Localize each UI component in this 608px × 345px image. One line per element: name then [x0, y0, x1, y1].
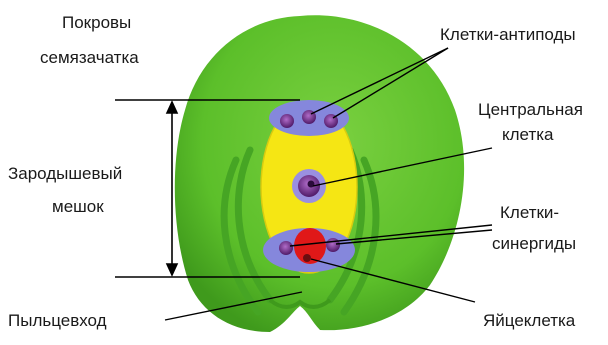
- label-micropyle: Пыльцевход: [8, 310, 107, 332]
- label-egg-cell: Яйцеклетка: [483, 310, 575, 332]
- label-embryo-sac-2: мешок: [52, 196, 104, 218]
- label-synergids-1: Клетки-: [500, 202, 559, 224]
- egg-cell: [294, 228, 326, 264]
- label-synergids-2: синергиды: [492, 233, 576, 255]
- antipodal-cells: [269, 100, 349, 136]
- label-central-cell-1: Центральная: [478, 99, 583, 121]
- label-central-cell-2: клетка: [502, 124, 554, 146]
- central-cell-nucleus: [292, 169, 326, 203]
- label-embryo-sac-1: Зародышевый: [8, 163, 122, 185]
- label-integuments-2: семязачатка: [40, 47, 139, 69]
- label-integuments-1: Покровы: [62, 12, 131, 34]
- label-antipodal-cells: Клетки-антиподы: [440, 24, 576, 46]
